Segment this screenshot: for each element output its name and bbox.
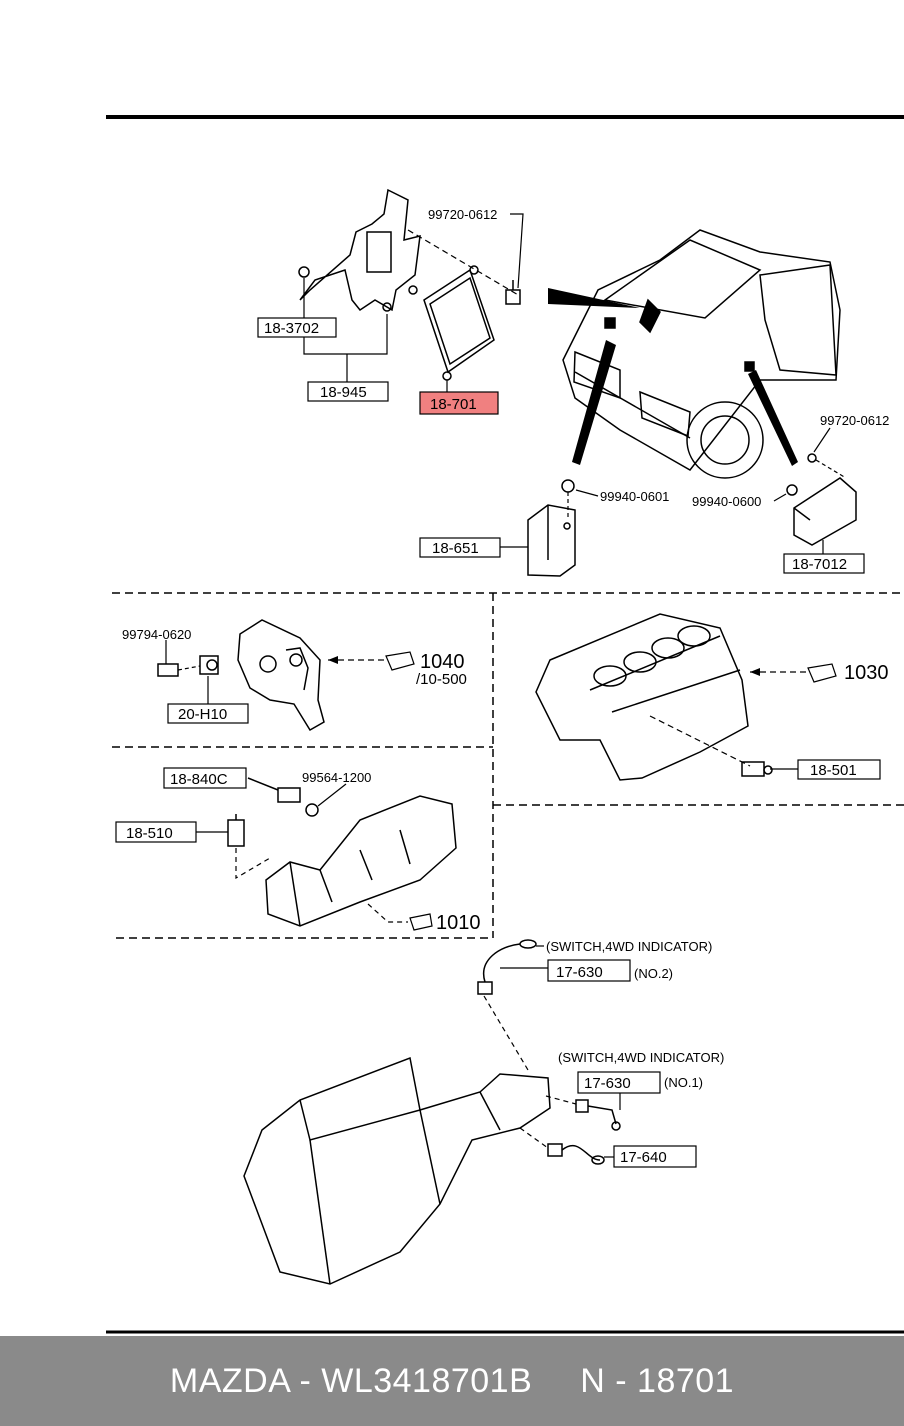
leader-99720-0612-a	[510, 213, 524, 289]
module-18-7012-drawing	[786, 453, 857, 546]
sensor-18-501-drawing	[741, 761, 773, 777]
leader-18-945	[303, 314, 388, 355]
label-99940-0601: 99940-0601	[600, 489, 669, 504]
dash-switch-no2	[483, 995, 529, 1071]
box-17-630-b	[577, 1071, 661, 1094]
ref-arrowhead-1030	[750, 668, 760, 676]
ref-arrowhead-1040	[328, 656, 338, 664]
label-1040: 1040	[420, 651, 465, 673]
section-dividers	[112, 592, 904, 939]
dash-bolt-7012	[815, 459, 847, 479]
ecu-18-701-drawing	[423, 265, 495, 381]
label-18-7012: 18-7012	[792, 556, 847, 573]
label-18-501: 18-501	[810, 762, 857, 779]
label-99720-0612-a: 99720-0612	[428, 207, 497, 222]
label-17-640: 17-640	[620, 1149, 667, 1166]
label-17-630-b: 17-630	[584, 1075, 631, 1092]
leader-99940-0601	[575, 489, 599, 497]
cylinder-head-drawing	[265, 795, 457, 927]
dash-bolt-sensor	[177, 665, 201, 671]
dash-switch-no1	[545, 1095, 577, 1105]
box-18-3702	[257, 317, 337, 338]
leader-99720-0612-b	[813, 427, 831, 453]
label-18-651: 18-651	[432, 540, 479, 557]
callout-wedge-3	[748, 370, 798, 466]
box-17-630-a	[547, 959, 631, 982]
dash-18-510-head	[235, 848, 271, 880]
label-10-500: /10-500	[416, 671, 467, 688]
label-20-H10: 20-H10	[178, 706, 227, 723]
sensor-18-510-drawing	[227, 814, 245, 847]
label-18-3702: 18-3702	[264, 320, 319, 337]
box-17-640	[613, 1145, 697, 1168]
label-17-630-a: 17-630	[556, 964, 603, 981]
transmission-drawing	[243, 1056, 551, 1285]
label-18-945: 18-945	[320, 384, 367, 401]
footer-bar: MAZDA - WL3418701B N - 18701	[0, 1336, 904, 1426]
parts-diagram: 18-3702 18-945 18-701 99720-0612 99720-0…	[106, 115, 904, 1334]
dash-switch-640	[519, 1127, 549, 1149]
ref-flag-1030	[807, 663, 837, 683]
label-1030: 1030	[844, 662, 889, 684]
leader-99564-1200	[317, 783, 347, 807]
ref-flag-1040	[385, 651, 415, 671]
bracket-18-945-drawing	[298, 188, 421, 312]
box-18-651	[419, 537, 501, 558]
ref-arrow-1010	[367, 903, 408, 923]
footer-brand-part: MAZDA - WL3418701B	[169, 1361, 533, 1400]
dash-engine-501	[649, 715, 751, 767]
switch-no1-drawing	[575, 1099, 621, 1131]
dash-bolt-ecu	[407, 229, 521, 297]
box-18-501	[797, 759, 881, 780]
label-18-701: 18-701	[430, 396, 477, 413]
label-18-840C: 18-840C	[170, 771, 228, 788]
bolt-99720-0612-a-drawing	[505, 280, 521, 305]
box-20-H10	[167, 703, 249, 724]
label-switch-mid: (SWITCH,4WD INDICATOR)	[558, 1050, 724, 1065]
label-18-510: 18-510	[126, 825, 173, 842]
switch-no2-drawing	[477, 939, 537, 995]
sensor-18-840C-drawing	[247, 777, 319, 817]
switch-17-640-drawing	[547, 1143, 605, 1165]
box-18-510	[115, 821, 197, 843]
engine-block-drawing	[535, 613, 749, 781]
truck-drawing	[562, 229, 841, 479]
leader-99940-0600	[773, 493, 787, 502]
ref-flag-1010	[409, 913, 433, 931]
label-99794-0620: 99794-0620	[122, 627, 191, 642]
callout-wedge-2	[572, 340, 616, 465]
box-18-945	[307, 381, 389, 402]
box-18-7012	[783, 553, 865, 574]
module-18-651-drawing	[527, 479, 576, 577]
label-99940-0600: 99940-0600	[692, 494, 761, 509]
footer-ref-part: N - 18701	[580, 1361, 735, 1400]
label-99564-1200: 99564-1200	[302, 770, 371, 785]
box-18-701-highlight	[419, 391, 499, 415]
label-no-2: (NO.2)	[634, 966, 673, 981]
label-1010: 1010	[436, 912, 481, 934]
label-switch-top: (SWITCH,4WD INDICATOR)	[546, 939, 712, 954]
sensor-20-H10-drawing	[157, 655, 219, 677]
label-no-1: (NO.1)	[664, 1075, 703, 1090]
timing-cover-drawing	[237, 619, 325, 732]
label-99720-0612-b: 99720-0612	[820, 413, 889, 428]
box-18-840C	[163, 767, 247, 789]
